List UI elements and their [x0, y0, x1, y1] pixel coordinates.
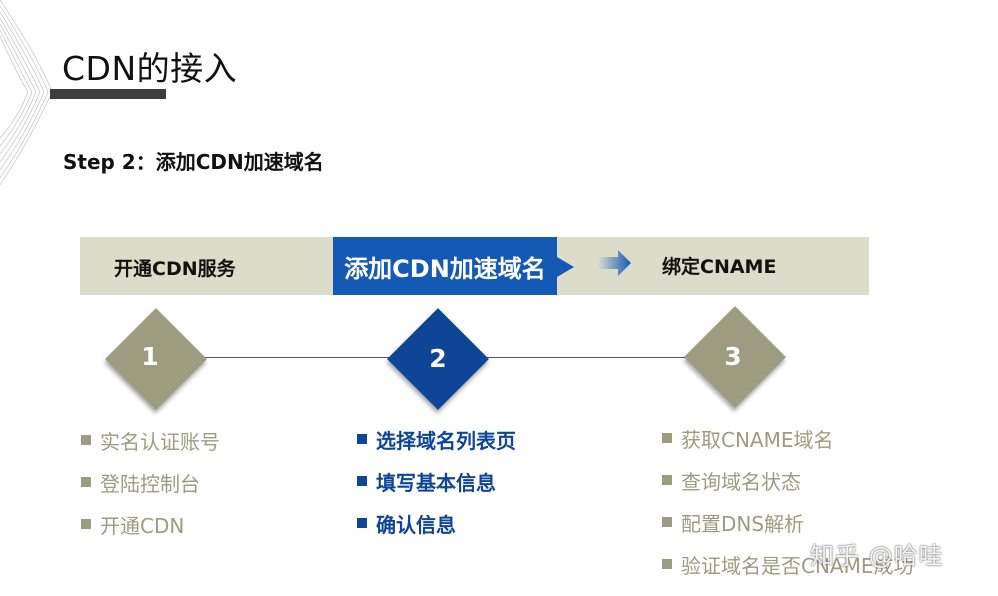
list-item: 选择域名列表页 — [357, 418, 516, 460]
tab-add-cdn-domain-active: 添加CDN加速域名 — [333, 237, 557, 295]
list-item: 实名认证账号 — [81, 419, 220, 461]
step-3-list: 获取CNAME域名 查询域名状态 配置DNS解析 验证域名是否CNAME成功 — [662, 417, 914, 585]
square-bullet-icon — [357, 476, 367, 486]
watermark: 知乎 @哈哇 — [810, 542, 944, 570]
step-2-list: 选择域名列表页 填写基本信息 确认信息 — [357, 418, 516, 544]
active-tab-pointer-icon — [557, 257, 574, 277]
step-2-number: 2 — [429, 344, 447, 373]
square-bullet-icon — [662, 517, 672, 527]
list-item: 获取CNAME域名 — [662, 417, 914, 459]
square-bullet-icon — [81, 519, 91, 529]
square-bullet-icon — [81, 435, 91, 445]
step-title: Step 2：添加CDN加速域名 — [63, 150, 324, 174]
square-bullet-icon — [662, 433, 672, 443]
step-1-list: 实名认证账号 登陆控制台 开通CDN — [81, 419, 220, 545]
list-item: 确认信息 — [357, 502, 516, 544]
list-item: 登陆控制台 — [81, 461, 220, 503]
step-connector-line — [200, 357, 396, 358]
square-bullet-icon — [357, 518, 367, 528]
list-item: 开通CDN — [81, 503, 220, 545]
slide-title: CDN的接入 — [62, 49, 238, 88]
decorative-curve-lines — [0, 0, 53, 186]
square-bullet-icon — [357, 434, 367, 444]
square-bullet-icon — [662, 559, 672, 569]
tab-open-cdn-service: 开通CDN服务 — [114, 258, 236, 280]
tab-bind-cname: 绑定CNAME — [662, 256, 777, 278]
list-item: 配置DNS解析 — [662, 501, 914, 543]
list-item: 填写基本信息 — [357, 460, 516, 502]
step-1-number: 1 — [141, 342, 159, 371]
list-item: 验证域名是否CNAME成功 — [662, 543, 914, 585]
step-3-number: 3 — [724, 342, 742, 371]
right-arrow-icon — [598, 250, 631, 276]
list-item: 查询域名状态 — [662, 459, 914, 501]
title-underline-bar — [50, 89, 166, 99]
square-bullet-icon — [81, 477, 91, 487]
square-bullet-icon — [662, 475, 672, 485]
step-connector-line — [482, 357, 688, 358]
